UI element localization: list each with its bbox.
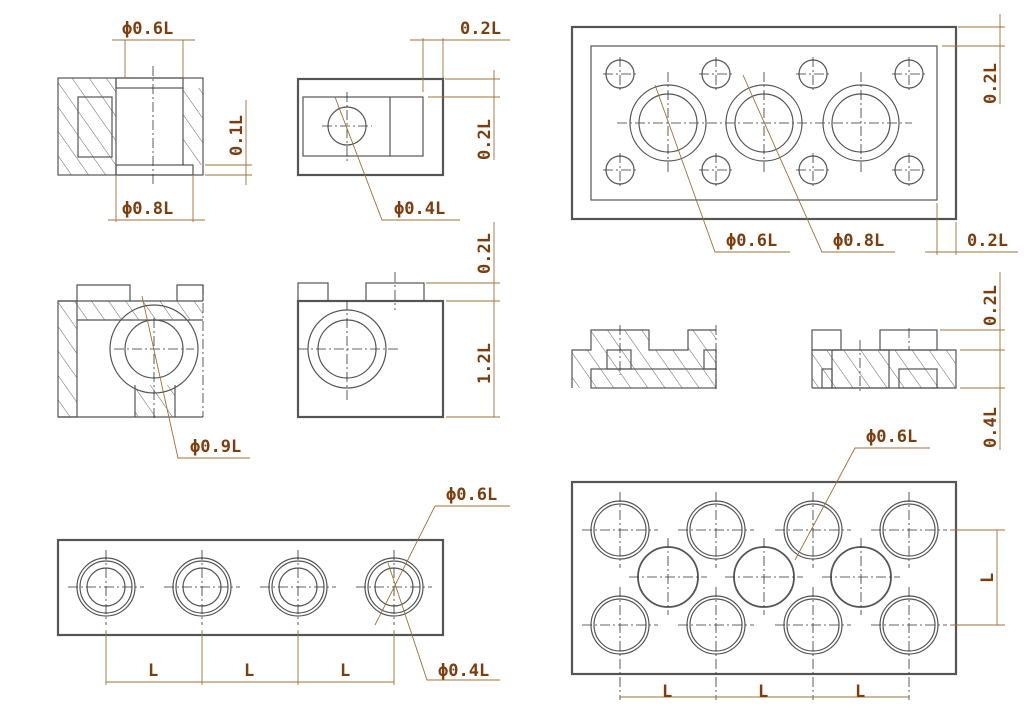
dim-d-ring: ϕ0.9L xyxy=(190,437,241,457)
dim-beam-pitch-2: L xyxy=(244,661,254,681)
dim-beam-d-inner: ϕ0.4L xyxy=(438,661,489,681)
dim-d-outer: ϕ0.8L xyxy=(833,231,884,251)
view-plate-bottom xyxy=(570,447,1005,700)
dim-w-step: 0.2L xyxy=(460,19,501,39)
view-brick-section xyxy=(57,39,252,222)
dim-d-hole: ϕ0.4L xyxy=(394,199,445,219)
dim-stud-h: 0.2L xyxy=(475,233,495,274)
dim-plate-stud-h: 0.2L xyxy=(981,285,1001,326)
dim-plate-body-h: 0.4L xyxy=(981,407,1001,448)
view-tall-side xyxy=(296,222,500,419)
dim-margin-v: 0.2L xyxy=(981,63,1001,104)
dim-step-h: 0.1L xyxy=(227,115,247,156)
dim-beam-pitch-3: L xyxy=(340,661,350,681)
dim-margin-h: 0.2L xyxy=(967,231,1008,251)
dim-d-top: ϕ0.6L xyxy=(122,19,173,39)
dim-tube-d: ϕ0.6L xyxy=(866,427,917,447)
dim-pitch-h-3: L xyxy=(855,682,865,702)
view-tall-section xyxy=(57,284,250,459)
dim-body-h: 1.2L xyxy=(475,343,495,384)
dim-pitch-v: L xyxy=(978,573,998,583)
dim-h-step: 0.2L xyxy=(475,119,495,160)
dim-beam-d-outer: ϕ0.6L xyxy=(446,485,497,505)
view-plate-sections xyxy=(571,272,1005,450)
view-plate-top xyxy=(570,14,1018,255)
dim-d-inner: ϕ0.6L xyxy=(726,231,777,251)
view-beam-bottom xyxy=(56,505,510,685)
dim-pitch-h-1: L xyxy=(662,682,672,702)
view-brick-side xyxy=(296,38,510,221)
dim-pitch-h-2: L xyxy=(758,682,768,702)
dim-beam-pitch-1: L xyxy=(148,661,158,681)
dim-d-bottom: ϕ0.8L xyxy=(122,199,173,219)
